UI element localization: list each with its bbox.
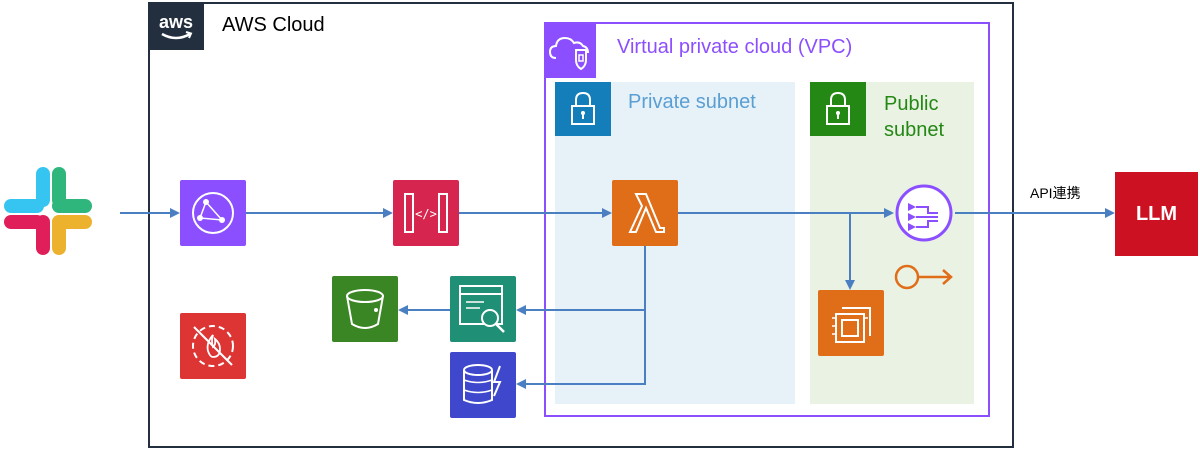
aws-logo-icon: aws	[148, 2, 204, 50]
slack-icon	[0, 163, 96, 259]
nat-gateway-icon	[894, 183, 954, 243]
private-subnet-lock-icon	[555, 82, 611, 136]
public-subnet-label: Public subnet	[884, 91, 944, 143]
aws-cloud-group	[148, 2, 1014, 448]
arrow-lambda-to-dynamodb	[516, 310, 646, 389]
ec2-icon	[818, 290, 884, 356]
svg-text:</>: </>	[415, 207, 437, 221]
public-subnet-lock-icon	[810, 82, 866, 136]
internet-gateway-icon	[893, 262, 955, 292]
aws-logo-text: aws	[159, 12, 193, 32]
private-subnet-label: Private subnet	[628, 91, 756, 113]
dynamodb-icon	[450, 352, 516, 418]
vpc-label: Virtual private cloud (VPC)	[617, 36, 853, 58]
vpc-group	[544, 22, 990, 417]
aws-cloud-label: AWS Cloud	[222, 14, 325, 36]
public-subnet-label-line1: Public	[884, 93, 939, 115]
waf-icon	[180, 313, 246, 379]
llm-box: LLM	[1115, 172, 1198, 256]
arrow-lambda-to-logs	[516, 246, 646, 315]
api-link-label: API連携	[1030, 185, 1081, 201]
s3-bucket-icon	[332, 276, 398, 342]
api-gateway-icon: </>	[393, 180, 459, 246]
cloudfront-icon	[180, 180, 246, 246]
cloudwatch-logs-icon	[450, 276, 516, 342]
lambda-icon	[612, 180, 678, 246]
vpc-cloud-icon	[544, 22, 596, 78]
public-subnet-label-line2: subnet	[884, 119, 945, 141]
